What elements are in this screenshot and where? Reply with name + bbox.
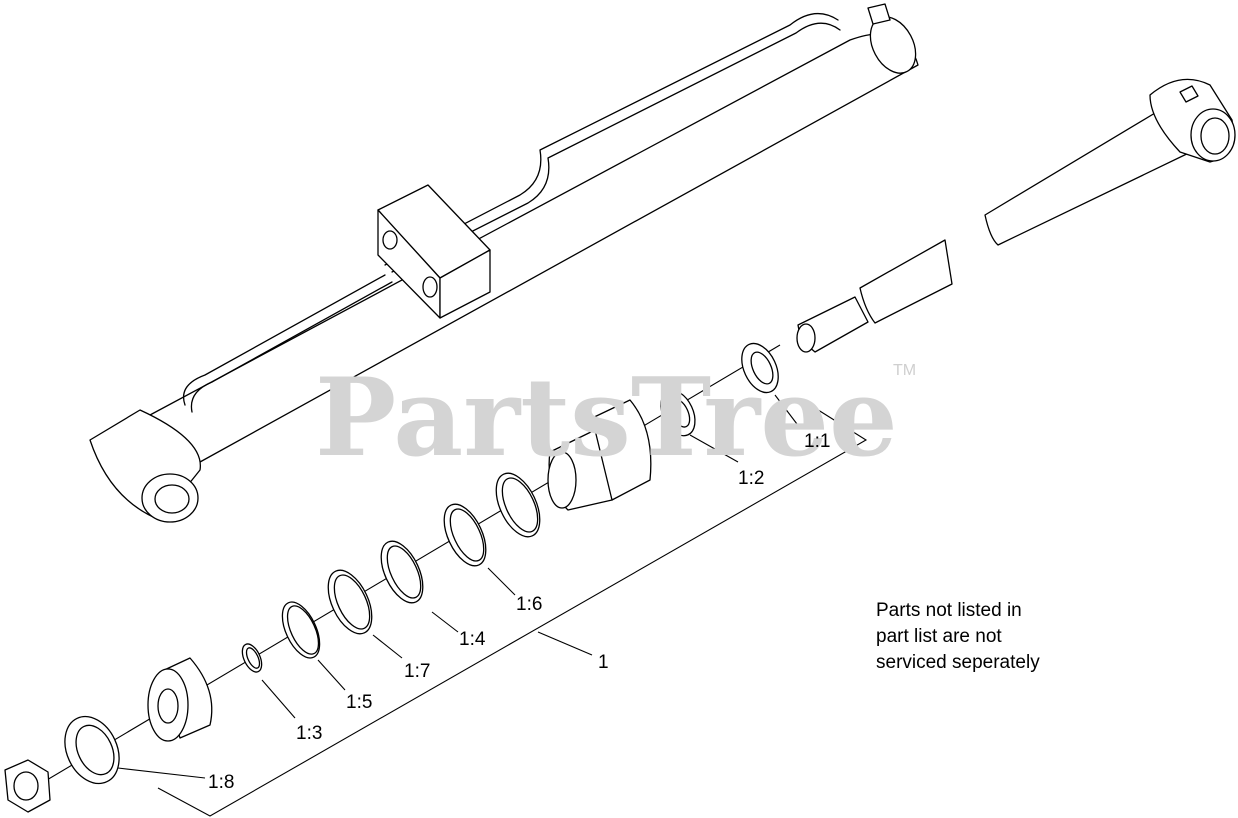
gland	[547, 399, 652, 511]
lock-nut	[4, 759, 51, 813]
watermark-text: PartsTree	[315, 355, 898, 481]
service-note: Parts not listed in part list are not se…	[876, 598, 1126, 676]
part-1-1-wiper	[741, 342, 779, 394]
part-1-4-ring	[443, 503, 487, 567]
callout-1-7: 1:7	[404, 661, 430, 682]
piston	[147, 657, 213, 742]
callout-1-bracket	[157, 407, 868, 817]
callout-labels: 1:1 1:2 1:6 1:4 1 1:7 1:5 1:3 1:8	[208, 431, 830, 793]
callout-1: 1	[598, 652, 609, 673]
watermark-trademark: TM	[893, 362, 916, 379]
callout-1-2: 1:2	[738, 468, 764, 489]
ring-middle	[380, 540, 424, 604]
leader-lines	[117, 394, 801, 779]
callout-1-5: 1:5	[346, 692, 372, 713]
service-note-line-1: Parts not listed in	[876, 600, 1022, 621]
service-note-line-3: serviced seperately	[876, 652, 1040, 673]
partstree-watermark: PartsTree TM	[315, 355, 916, 481]
service-note-line-2: part list are not	[876, 626, 1002, 647]
part-1-5-ring	[281, 601, 321, 659]
callout-1-4: 1:4	[459, 629, 486, 650]
cylinder-barrel	[89, 3, 919, 523]
callout-1-8: 1:8	[208, 772, 234, 793]
part-1-2-rod-seal	[660, 389, 696, 437]
callout-1-6: 1:6	[516, 594, 542, 615]
part-1-3-o-ring	[241, 643, 263, 673]
part-1-8-wear-ring	[64, 715, 120, 785]
part-1-6-o-ring	[495, 472, 541, 538]
callout-1-1: 1:1	[804, 431, 830, 452]
callout-1-3: 1:3	[296, 723, 322, 744]
part-1-7-ring	[327, 569, 373, 635]
piston-rod	[796, 78, 1236, 353]
